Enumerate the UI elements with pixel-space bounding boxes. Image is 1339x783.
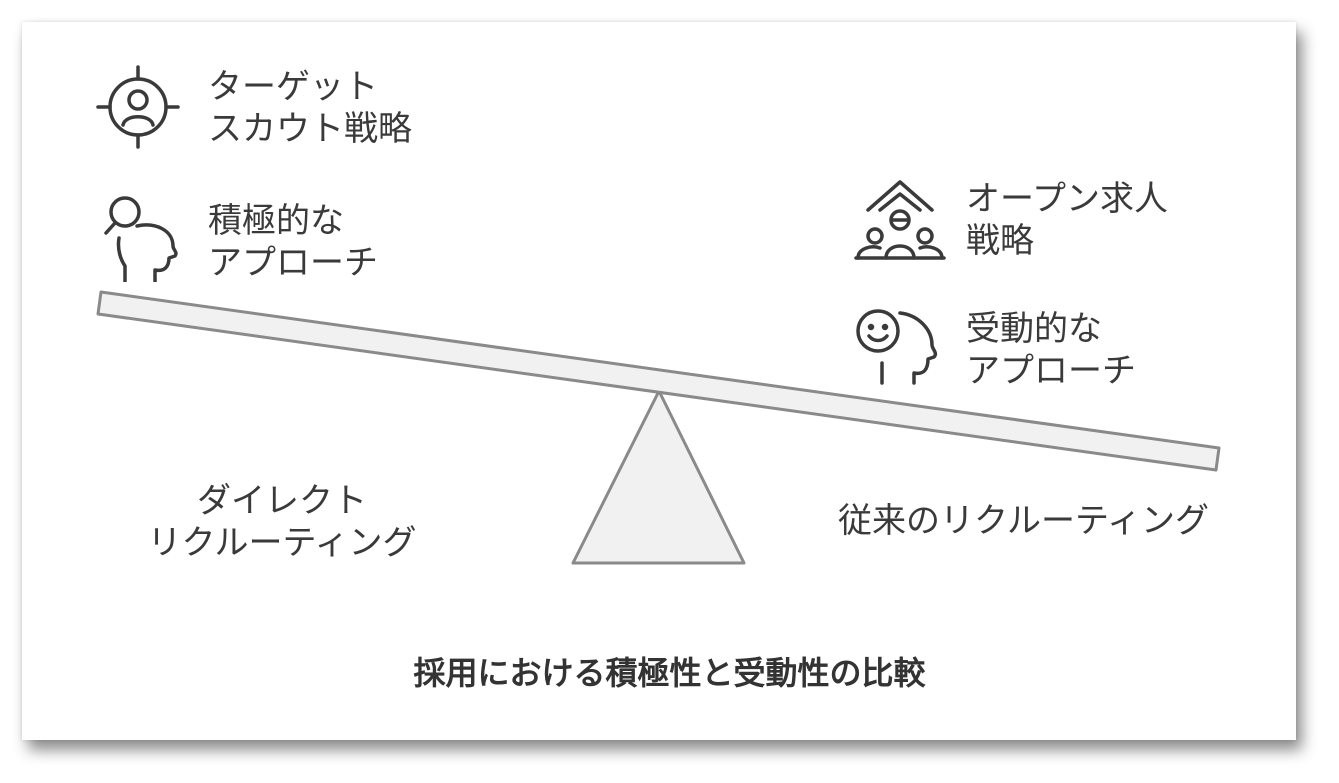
right-strategy-label: オープン求人 戦略	[966, 179, 1168, 261]
seesaw-fulcrum	[571, 389, 746, 565]
diagram-title: 採用における積極性と受動性の比較	[413, 654, 926, 692]
left-method-label: ダイレクト リクルーティング	[147, 481, 417, 563]
right-approach-label: 受動的な アプローチ	[966, 309, 1136, 391]
seesaw-plank	[96, 290, 1221, 472]
head-search-icon	[104, 196, 178, 282]
target-person-icon	[96, 65, 180, 149]
smiley-head-icon	[856, 309, 938, 385]
house-group-icon	[854, 180, 946, 260]
right-method-label: 従来のリクルーティング	[838, 501, 1209, 541]
left-strategy-label: ターゲット スカウト戦略	[208, 67, 412, 149]
left-approach-label: 積極的な アプローチ	[208, 201, 378, 283]
